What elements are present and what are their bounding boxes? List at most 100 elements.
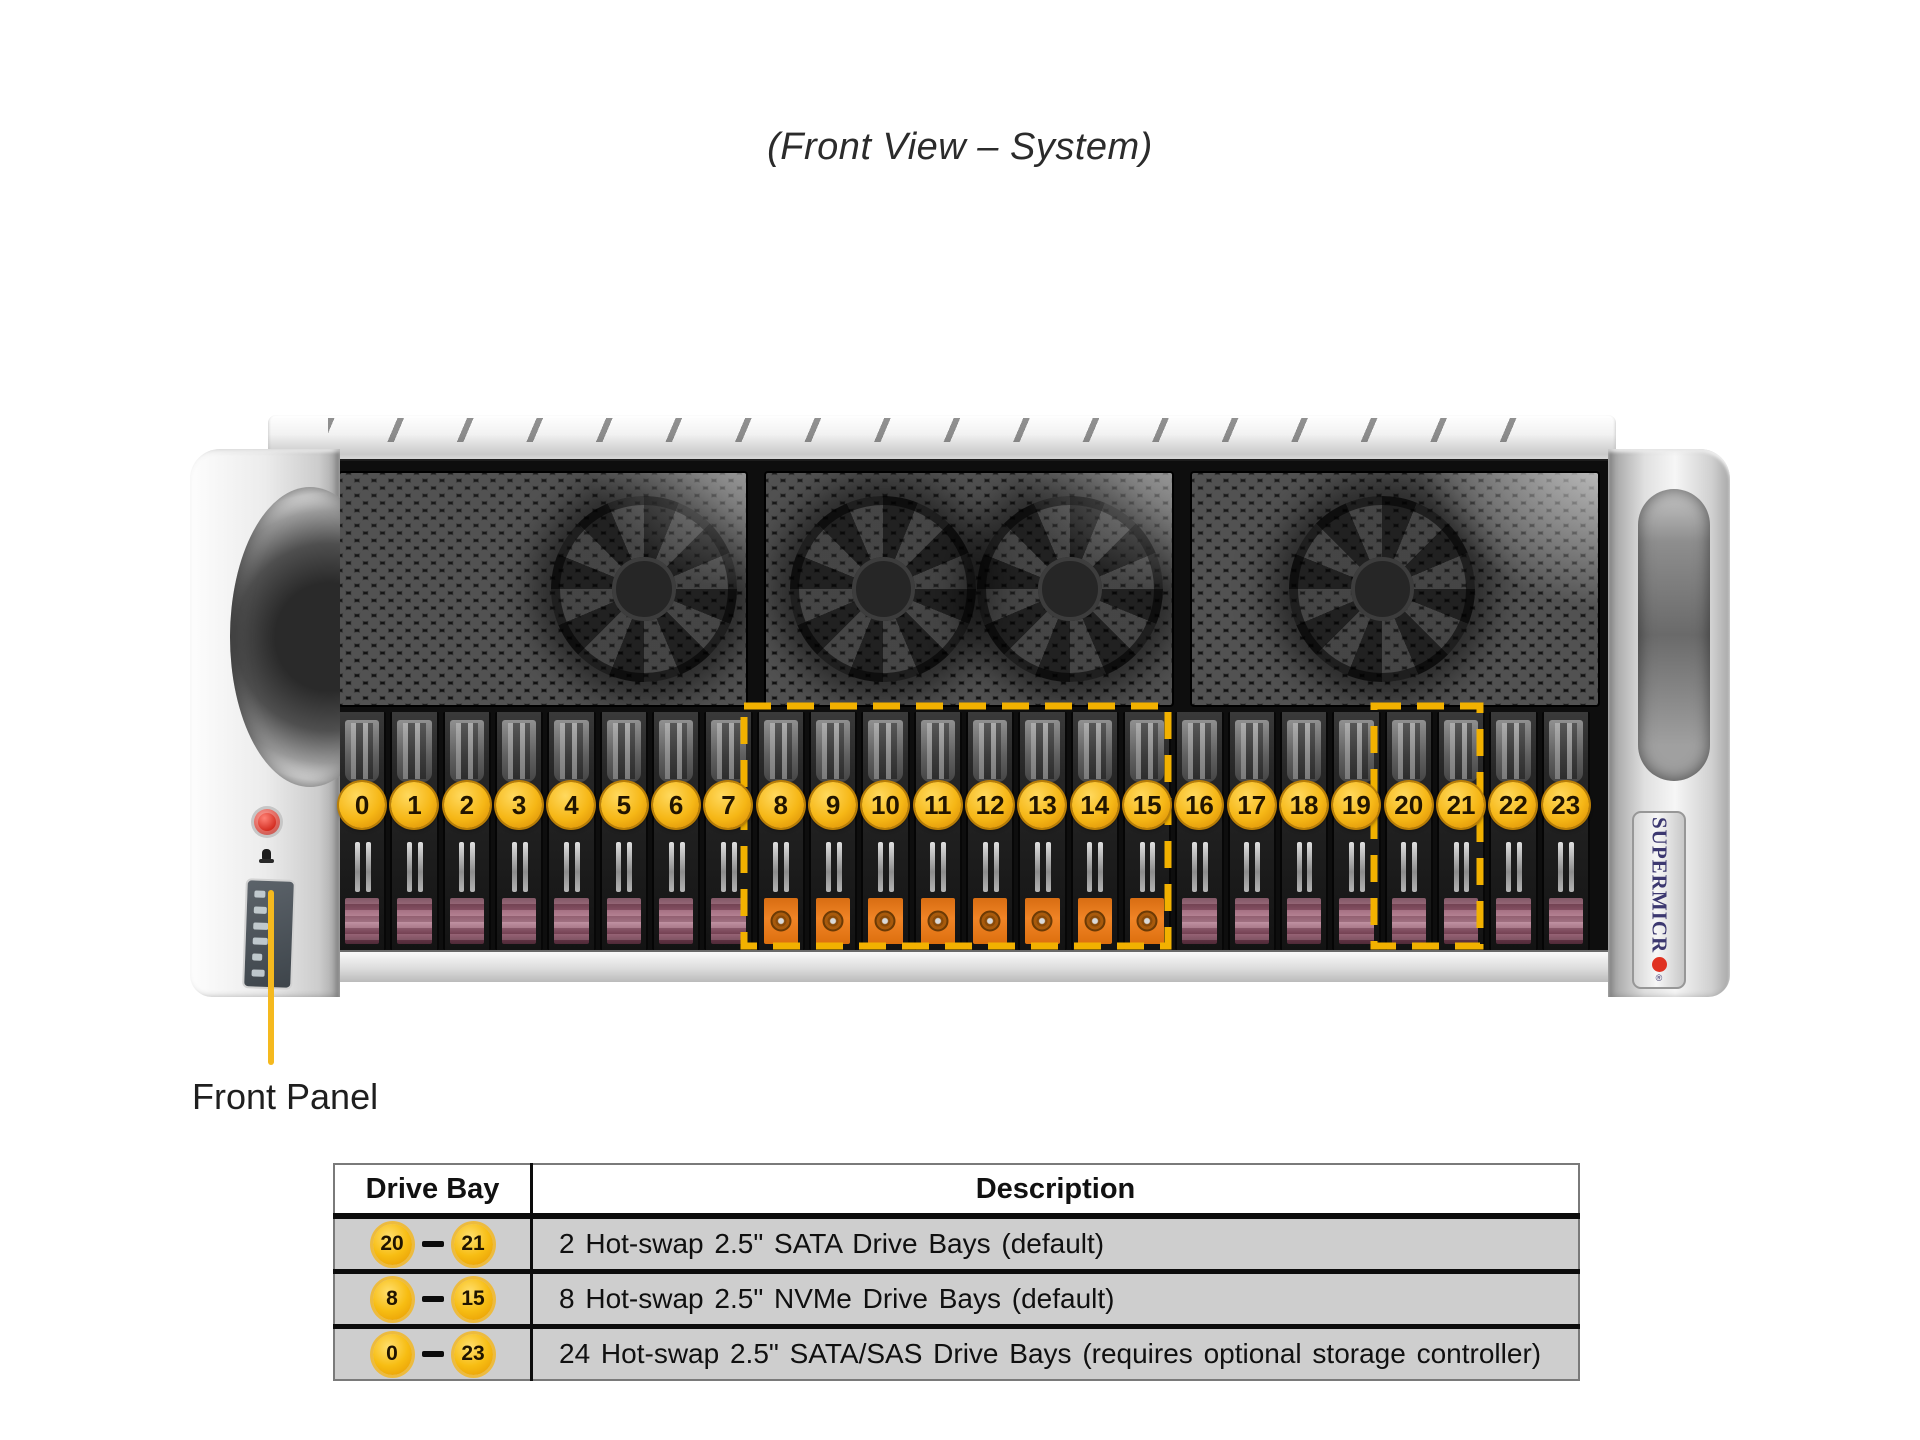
bay-grip-handle — [763, 720, 798, 782]
drive-bay-7: 7 — [704, 712, 753, 950]
bay-number-badge: 21 — [1438, 782, 1485, 828]
fan-section — [338, 471, 1600, 707]
bay-led-slots — [400, 840, 428, 894]
bay-description: 2 Hot-swap 2.5" SATA Drive Bays (default… — [531, 1216, 1579, 1274]
drive-bay-16: 16 — [1175, 712, 1224, 950]
bay-number-badge: 20 — [1385, 782, 1432, 828]
drive-bay-14: 14 — [1070, 712, 1119, 950]
fan-module-1 — [338, 471, 748, 707]
drive-bay-19: 19 — [1332, 712, 1381, 950]
drive-bay-11: 11 — [913, 712, 962, 950]
fan-icon — [790, 496, 977, 682]
bay-grip-handle — [920, 720, 955, 782]
bay-grip-handle — [1496, 720, 1531, 782]
bay-led-slots — [1185, 840, 1213, 894]
bay-latch — [501, 898, 537, 944]
bay-description: 24 Hot-swap 2.5" SATA/SAS Drive Bays (re… — [531, 1326, 1579, 1381]
bay-grip-handle — [1443, 720, 1479, 782]
bay-led-slots — [819, 840, 847, 894]
drive-bay-8: 8 — [756, 712, 805, 950]
bay-led-slots — [1342, 840, 1370, 894]
column-header-drive-bay: Drive Bay — [334, 1164, 533, 1219]
bay-latch — [763, 898, 798, 944]
bay-latch — [1286, 898, 1322, 944]
right-handle-recess — [1638, 489, 1710, 781]
bay-latch — [1077, 898, 1112, 944]
bay-grip-handle — [606, 720, 641, 782]
bay-led-slots — [1290, 840, 1318, 894]
bay-number-badge: 3 — [496, 782, 543, 828]
bay-description: 8 Hot-swap 2.5" NVMe Drive Bays (default… — [531, 1271, 1579, 1329]
chassis-top-lid — [268, 415, 1616, 463]
bay-number-badge: 23 — [1542, 782, 1589, 828]
led-indicator-icon — [253, 922, 269, 930]
bay-range-start-badge: 20 — [372, 1223, 412, 1265]
bay-grip-handle — [1339, 720, 1374, 782]
bay-grip-handle — [1391, 720, 1426, 782]
supermicro-logo-text: SUPERMICR — [1647, 817, 1672, 954]
bay-grip-handle — [972, 720, 1008, 782]
bay-latch — [1391, 898, 1426, 944]
drive-bay-3: 3 — [494, 712, 544, 950]
drive-bay-13: 13 — [1018, 712, 1067, 950]
supermicro-red-dot-icon — [1651, 956, 1667, 972]
bay-led-slots — [714, 840, 742, 894]
bay-latch — [1182, 898, 1217, 944]
bay-led-slots — [662, 840, 690, 894]
bay-number-badge: 1 — [391, 782, 438, 828]
bay-range-start-badge: 8 — [372, 1278, 412, 1320]
bay-number-badge: 18 — [1281, 782, 1328, 828]
bay-led-slots — [1081, 840, 1109, 894]
drive-bay-15: 15 — [1122, 712, 1172, 950]
bay-led-slots — [1238, 840, 1266, 894]
drive-bay-2: 2 — [442, 712, 491, 950]
bay-latch — [1129, 898, 1165, 944]
front-panel-label: Front Panel — [192, 1076, 379, 1117]
bay-number-badge: 11 — [914, 782, 961, 828]
left-handle-recess — [230, 487, 340, 787]
range-dash-icon — [421, 1351, 444, 1357]
bay-number-badge: 13 — [1019, 782, 1066, 828]
bay-latch — [815, 898, 851, 944]
drive-bay-17: 17 — [1227, 712, 1276, 950]
figure-caption: (Front View – System) — [767, 126, 1153, 168]
led-indicator-icon — [253, 906, 267, 914]
registered-mark: ® — [1655, 972, 1663, 983]
bay-led-slots — [1028, 840, 1056, 894]
bay-led-slots — [976, 840, 1004, 894]
fan-icon — [551, 496, 738, 682]
bay-number-badge: 16 — [1176, 782, 1223, 828]
bay-led-slots — [871, 840, 899, 894]
bay-grip-handle — [1182, 720, 1217, 782]
bay-grip-handle — [449, 720, 484, 782]
bay-range-end-badge: 21 — [453, 1223, 493, 1265]
bay-led-slots — [453, 840, 481, 894]
bay-grip-handle — [501, 720, 537, 782]
bay-number-badge: 8 — [757, 782, 804, 828]
front-panel-led-cluster — [244, 880, 294, 988]
left-rack-ear — [190, 449, 340, 997]
drive-bay-21: 21 — [1436, 712, 1486, 950]
bay-grip-handle — [1077, 720, 1112, 782]
bay-led-slots — [1133, 840, 1161, 894]
range-dash-icon — [421, 1241, 444, 1247]
led-indicator-icon — [251, 969, 265, 977]
bay-number-badge: 15 — [1124, 782, 1171, 828]
bay-latch — [554, 898, 589, 944]
fan-module-3 — [1190, 471, 1600, 707]
bay-latch — [606, 898, 641, 944]
bay-latch — [1443, 898, 1479, 944]
bay-grip-handle — [1234, 720, 1269, 782]
bay-grip-handle — [1129, 720, 1165, 782]
power-button-icon — [254, 809, 280, 835]
fan-icon — [1289, 496, 1476, 682]
lid-vent-slats — [328, 418, 1556, 442]
drive-bay-0: 0 — [338, 712, 387, 950]
service-icon — [259, 849, 274, 863]
